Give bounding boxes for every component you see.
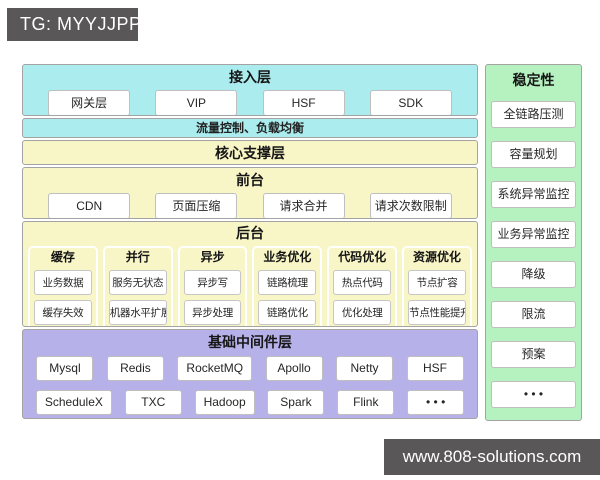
backend-group-title: 异步 bbox=[200, 250, 225, 264]
middleware-row-1: Mysql Redis RocketMQ Apollo Netty HSF bbox=[23, 356, 477, 381]
middleware-box: TXC bbox=[124, 390, 182, 415]
backend-item: 机器水平扩展 bbox=[108, 300, 167, 325]
stability-box: • • • bbox=[491, 381, 576, 408]
middleware-box: Netty bbox=[336, 356, 394, 381]
access-box: VIP bbox=[155, 90, 238, 115]
access-box: 网关层 bbox=[48, 90, 131, 115]
backend-group-items: 异步写异步处理 bbox=[182, 270, 244, 325]
stability-box: 限流 bbox=[491, 301, 576, 328]
middleware-box: Apollo bbox=[265, 356, 323, 381]
backend-group-parallel: 并行 服务无状态机器水平扩展 bbox=[102, 246, 173, 326]
backend-item: 链路梳理 bbox=[258, 270, 317, 295]
middleware-box: HSF bbox=[406, 356, 464, 381]
core-support-layer: 核心支撑层 bbox=[22, 140, 478, 165]
frontend-section: 前台 CDN 页面压缩请求合并请求次数限制 bbox=[22, 167, 478, 219]
frontend-boxes: CDN 页面压缩请求合并请求次数限制 bbox=[23, 193, 477, 218]
backend-group-title: 代码优化 bbox=[338, 250, 387, 264]
website-watermark-badge: www.808-solutions.com bbox=[384, 439, 600, 475]
frontend-box: 页面压缩 bbox=[155, 193, 238, 218]
backend-item: 热点代码 bbox=[333, 270, 392, 295]
access-layer-title: 接入层 bbox=[229, 69, 271, 85]
backend-group-resource-opt: 资源优化 节点扩容节点性能提升 bbox=[402, 246, 472, 326]
stability-box: 全链路压测 bbox=[491, 101, 576, 128]
backend-group-items: 热点代码优化处理 bbox=[331, 270, 393, 325]
access-layer-boxes: 网关层 VIP HSF SDK bbox=[23, 90, 477, 115]
stability-box: 系统异常监控 bbox=[491, 181, 576, 208]
backend-item: 优化处理 bbox=[333, 300, 392, 325]
access-box: HSF bbox=[262, 90, 345, 115]
backend-group-items: 链路梳理链路优化 bbox=[256, 270, 318, 325]
middleware-box: Mysql bbox=[36, 356, 94, 381]
middleware-box: • • • bbox=[407, 390, 465, 415]
access-layer-section: 接入层 网关层 VIP HSF SDK bbox=[22, 64, 478, 116]
backend-item: 服务无状态 bbox=[108, 270, 167, 295]
backend-item: 业务数据 bbox=[34, 270, 92, 295]
tg-watermark-text: TG: MYYJJPP bbox=[20, 14, 142, 34]
middleware-box: Spark bbox=[267, 390, 325, 415]
backend-group-items: 节点扩容节点性能提升 bbox=[406, 270, 468, 325]
middleware-box: Hadoop bbox=[194, 390, 255, 415]
backend-group-title: 并行 bbox=[125, 250, 150, 264]
middleware-box: RocketMQ bbox=[177, 356, 253, 381]
stability-box: 预案 bbox=[491, 341, 576, 368]
middleware-box: ScheduleX bbox=[35, 390, 112, 415]
tg-watermark-badge: TG: MYYJJPP bbox=[7, 8, 141, 41]
backend-item: 链路优化 bbox=[258, 300, 317, 325]
architecture-diagram: 接入层 网关层 VIP HSF SDK 流量控制、负载均衡 核心支撑层 前台 CDN 页… bbox=[22, 64, 582, 421]
traffic-control-strip: 流量控制、负载均衡 bbox=[22, 118, 478, 138]
backend-group-title: 业务优化 bbox=[263, 250, 312, 264]
stability-box: 业务异常监控 bbox=[491, 221, 576, 248]
website-watermark-text: www.808-solutions.com bbox=[402, 447, 582, 466]
middleware-row-2: ScheduleX TXC Hadoop Spark Flink • • • bbox=[23, 390, 477, 415]
backend-groups: 缓存 业务数据缓存失效 并行 服务无状态机器水平扩展 异步 异步写异步处理 业务… bbox=[23, 242, 477, 326]
access-box: SDK bbox=[369, 90, 452, 115]
middleware-title: 基础中间件层 bbox=[208, 334, 292, 350]
stability-column: 稳定性 全链路压测容量规划系统异常监控业务异常监控降级限流预案 • • • bbox=[485, 64, 582, 421]
backend-item: 缓存失效 bbox=[34, 300, 92, 325]
backend-group-code-opt: 代码优化 热点代码优化处理 bbox=[327, 246, 398, 326]
backend-group-cache: 缓存 业务数据缓存失效 bbox=[28, 246, 98, 326]
stability-box: 降级 bbox=[491, 261, 576, 288]
backend-group-business-opt: 业务优化 链路梳理链路优化 bbox=[252, 246, 323, 326]
middleware-box: Flink bbox=[337, 390, 395, 415]
backend-group-async: 异步 异步写异步处理 bbox=[177, 246, 248, 326]
backend-title: 后台 bbox=[236, 225, 264, 241]
traffic-control-label: 流量控制、负载均衡 bbox=[195, 121, 304, 135]
backend-item: 异步处理 bbox=[183, 300, 242, 325]
frontend-box: 请求合并 bbox=[262, 193, 345, 218]
backend-group-title: 缓存 bbox=[50, 250, 75, 264]
backend-section: 后台 缓存 业务数据缓存失效 并行 服务无状态机器水平扩展 异步 异步写异步处理… bbox=[22, 221, 478, 327]
core-support-title: 核心支撑层 bbox=[215, 145, 285, 161]
stability-title: 稳定性 bbox=[512, 72, 555, 88]
backend-group-title: 资源优化 bbox=[413, 250, 462, 264]
backend-group-items: 业务数据缓存失效 bbox=[32, 270, 94, 325]
backend-group-items: 服务无状态机器水平扩展 bbox=[107, 270, 169, 325]
frontend-box: CDN bbox=[48, 193, 131, 218]
backend-item: 异步写 bbox=[183, 270, 242, 295]
stability-box: 容量规划 bbox=[491, 141, 576, 168]
frontend-title: 前台 bbox=[236, 172, 264, 188]
backend-item: 节点性能提升 bbox=[408, 300, 466, 325]
diagram-main-column: 接入层 网关层 VIP HSF SDK 流量控制、负载均衡 核心支撑层 前台 CDN 页… bbox=[22, 64, 478, 421]
backend-item: 节点扩容 bbox=[408, 270, 466, 295]
frontend-box: 请求次数限制 bbox=[369, 193, 452, 218]
middleware-box: Redis bbox=[106, 356, 164, 381]
